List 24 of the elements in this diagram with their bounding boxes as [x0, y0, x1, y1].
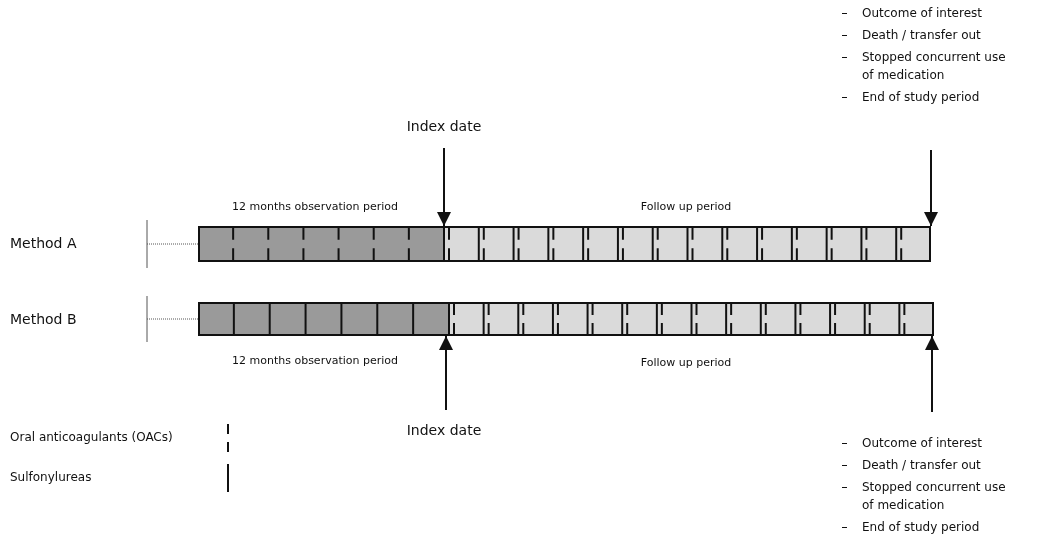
end-event-item: Stopped concurrent use of medication: [862, 49, 1007, 84]
end-event-item: Outcome of interest: [862, 435, 983, 452]
arrow: [924, 149, 938, 227]
period-label: 12 months observation period: [232, 354, 398, 367]
end-event-item: Outcome of interest: [862, 5, 983, 22]
arrow: [437, 147, 451, 227]
index-date-label: Index date: [405, 118, 483, 134]
index-date-label: Index date: [405, 422, 483, 438]
legend-text: Sulfonylureas: [10, 470, 92, 484]
method-label: Method A: [10, 235, 77, 251]
arrow: [925, 335, 939, 413]
end-event-item: Death / transfer out: [862, 27, 982, 44]
end-event-item: End of study period: [862, 519, 981, 536]
timeline-bar: [198, 302, 934, 336]
period-label: Follow up period: [640, 200, 732, 213]
timeline-bar: [198, 226, 931, 262]
arrow: [439, 335, 453, 411]
method-label: Method B: [10, 311, 77, 327]
period-label: 12 months observation period: [232, 200, 398, 213]
end-event-item: Death / transfer out: [862, 457, 982, 474]
period-label: Follow up period: [640, 356, 732, 369]
legend-text: Oral anticoagulants (OACs): [10, 430, 173, 444]
end-event-item: End of study period: [862, 89, 981, 106]
end-event-item: Stopped concurrent use of medication: [862, 479, 1007, 514]
